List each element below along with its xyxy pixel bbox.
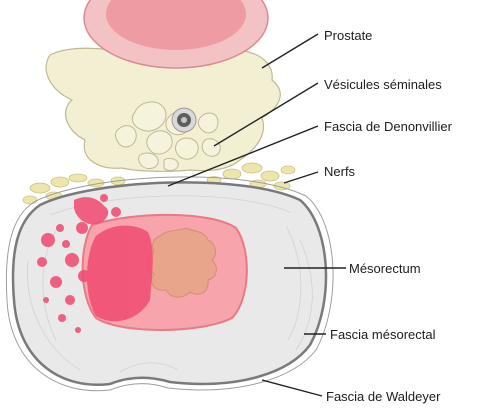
- nerve-bundle: [241, 162, 263, 174]
- vas-deferens: [171, 107, 197, 133]
- waldeyer-fascia: [5, 176, 334, 392]
- leader-line-prostate: [261, 33, 319, 69]
- label-denonvilliers-fascia: Fascia de Denonvillier: [324, 119, 452, 134]
- label-seminal-vesicles: Vésicules séminales: [324, 77, 442, 92]
- nerve-bundle: [29, 182, 51, 194]
- leader-lines: [167, 33, 346, 397]
- leader-line-denonvilliers-fascia: [167, 125, 319, 187]
- leader-line-seminal-vesicles: [213, 82, 319, 147]
- label-prostate: Prostate: [324, 28, 373, 43]
- nerve-bundle: [260, 170, 280, 182]
- nerve-bundle: [280, 165, 296, 175]
- nerve-bundle: [50, 176, 70, 188]
- label-mesorectum: Mésorectum: [349, 261, 421, 276]
- leader-line-nerves: [283, 171, 319, 184]
- prostate: [83, 0, 269, 69]
- rectum-lumen: [146, 227, 217, 298]
- nerve-bundle: [68, 173, 88, 183]
- nerve-bundle: [22, 195, 38, 205]
- label-waldeyer-fascia: Fascia de Waldeyer: [326, 389, 441, 404]
- leader-line-waldeyer-fascia: [261, 379, 323, 397]
- label-nerves: Nerfs: [324, 164, 356, 179]
- label-mesorectal-fascia: Fascia mésorectal: [330, 327, 436, 342]
- nerve-bundle: [222, 168, 242, 180]
- tumor-invasion: [37, 194, 153, 333]
